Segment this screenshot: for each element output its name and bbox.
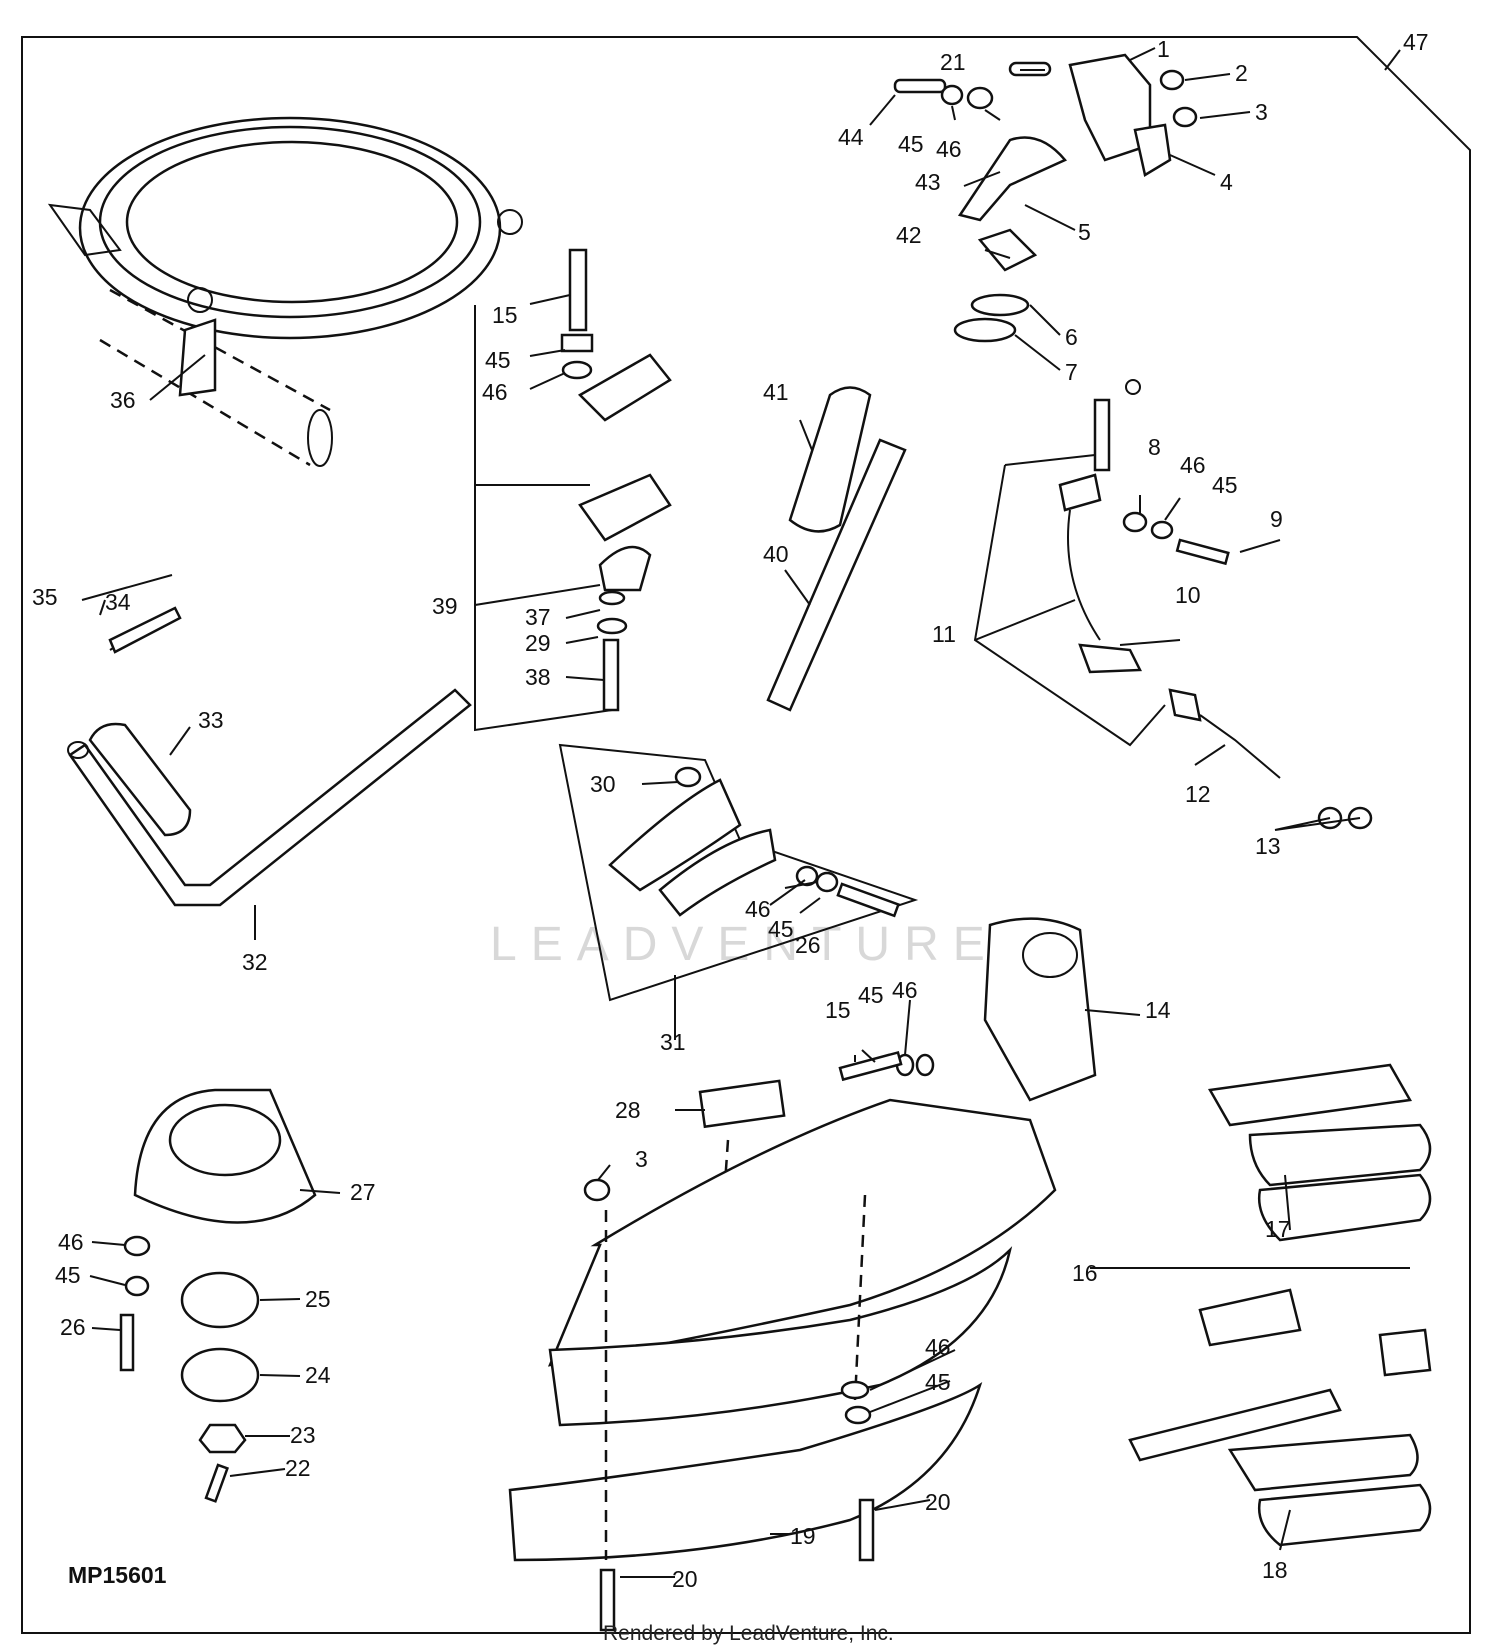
callout-15a: 15 [492,302,518,328]
part-cable-assembly [973,379,1373,830]
callout-44: 44 [838,124,864,150]
callout-37: 37 [525,604,551,630]
callout-27: 27 [350,1179,376,1205]
callout-24: 24 [305,1362,331,1388]
leader-lines [81,47,1410,1578]
callout-29: 29 [525,630,551,656]
callout-22: 22 [285,1455,311,1481]
callout-39: 39 [432,593,458,619]
callout-labels: 1 2 3 4 5 6 7 21 44 45 46 43 42 47 8 46 … [32,29,1429,1592]
callout-45g: 45 [768,916,794,942]
callout-9: 9 [1270,506,1283,532]
diagram-frame [21,36,1471,1634]
callout-43: 43 [915,169,941,195]
callout-26b: 26 [795,932,821,958]
callout-10: 10 [1175,582,1201,608]
part-bracket-panel [558,743,919,1002]
callout-20b: 20 [672,1566,698,1592]
callout-34: 34 [105,589,131,615]
callout-18: 18 [1262,1557,1288,1583]
part-ring [47,116,523,340]
part-grip-tube [766,386,907,712]
part-shaft-bracket [838,917,1097,1102]
callout-41: 41 [763,379,789,405]
callout-45d: 45 [925,1369,951,1395]
callout-40: 40 [763,541,789,567]
callout-13: 13 [1255,833,1281,859]
callout-4: 4 [1220,169,1233,195]
diagram-code: MP15601 [68,1562,167,1588]
callout-45b: 45 [1212,472,1238,498]
part-handle-clamp [99,287,333,654]
callout-46e: 46 [58,1229,84,1255]
callout-30: 30 [590,771,616,797]
callout-47: 47 [1403,29,1429,55]
callout-17: 17 [1265,1216,1291,1242]
callout-32: 32 [242,949,268,975]
watermark: LEADVENTURE [490,918,999,971]
part-throttle-assembly [893,53,1198,343]
callout-36: 36 [110,387,136,413]
callout-45a: 45 [898,131,924,157]
callout-38: 38 [525,664,551,690]
callout-3b: 3 [635,1146,648,1172]
callout-33: 33 [198,707,224,733]
callout-5: 5 [1078,219,1091,245]
callout-45c: 45 [858,982,884,1008]
callout-26a: 26 [60,1314,86,1340]
callout-20a: 20 [925,1489,951,1515]
callout-46f: 46 [482,379,508,405]
callout-35: 35 [32,584,58,610]
callout-16: 16 [1072,1260,1098,1286]
callout-28: 28 [615,1097,641,1123]
render-credit: Rendered by LeadVenture, Inc. [603,1622,894,1645]
callout-46c: 46 [892,977,918,1003]
callout-8: 8 [1148,434,1161,460]
callout-21: 21 [940,49,966,75]
part-bent-handle [67,688,472,907]
callout-12: 12 [1185,781,1211,807]
callout-15b: 15 [825,997,851,1023]
callout-31: 31 [660,1029,686,1055]
callout-42: 42 [896,222,922,248]
part-cone-assembly [119,1088,317,1503]
callout-1: 1 [1157,36,1170,62]
callout-3: 3 [1255,99,1268,125]
part-harness-pads [1128,1063,1432,1547]
callout-14: 14 [1145,997,1171,1023]
callout-46d: 46 [925,1334,951,1360]
callout-45e: 45 [55,1262,81,1288]
callout-46b: 46 [1180,452,1206,478]
callout-46a: 46 [936,136,962,162]
callout-7: 7 [1065,359,1078,385]
callout-6: 6 [1065,324,1078,350]
callout-25: 25 [305,1286,331,1312]
callout-11: 11 [932,621,956,647]
callout-46g: 46 [745,896,771,922]
callout-45f: 45 [485,347,511,373]
part-cutter-shield [508,1079,1057,1632]
callout-23: 23 [290,1422,316,1448]
callout-19: 19 [790,1523,816,1549]
part-clamp-assembly [474,248,672,732]
callout-2: 2 [1235,60,1248,86]
